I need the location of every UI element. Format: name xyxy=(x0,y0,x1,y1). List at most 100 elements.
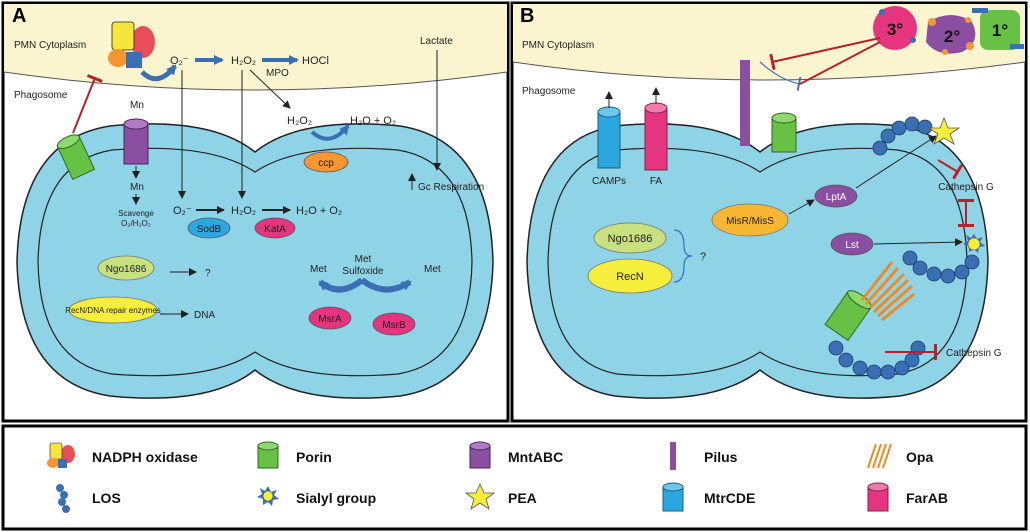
panel-a-label: A xyxy=(12,5,26,27)
legend: NADPH oxidase Porin MntABC Pilus Opa LOS xyxy=(1,424,1028,531)
met-sulfoxide-label-2: Sulfoxide xyxy=(342,266,384,277)
question-b-label: ? xyxy=(700,251,706,263)
legend-label-mntabc: MntABC xyxy=(508,449,563,465)
porin-b-bottom xyxy=(824,290,872,342)
pilus-b xyxy=(740,60,750,146)
phagosome-b-label: Phagosome xyxy=(522,86,576,97)
legend-pea-icon xyxy=(464,483,496,510)
diplococcus-inner-b xyxy=(547,147,968,377)
met-right-label: Met xyxy=(424,264,441,275)
granule-3-label: 3° xyxy=(887,20,903,39)
h2o-o2-inner-label: H₂O + O₂ xyxy=(296,205,342,217)
scavenge-label-2: O₂/H₂O₂ xyxy=(121,219,151,228)
sialyl-b xyxy=(963,234,985,253)
nadph-oxidase-icon xyxy=(108,21,155,68)
lst-b: Lst xyxy=(830,232,874,256)
ngo1686-b-label: Ngo1686 xyxy=(608,233,653,245)
los-chain-right xyxy=(902,250,980,284)
question-a-label: ? xyxy=(205,268,211,279)
recn-b-label: RecN xyxy=(616,271,644,283)
legend-label-opa: Opa xyxy=(906,449,933,465)
legend-label-pilus: Pilus xyxy=(704,449,738,465)
lst-label: Lst xyxy=(845,240,859,251)
legend-label-los: LOS xyxy=(92,490,121,506)
h2o2-top-label: H₂O₂ xyxy=(231,55,256,67)
granule-1: 1° xyxy=(972,8,1024,50)
mn-top-label: Mn xyxy=(130,100,144,111)
met-left-label: Met xyxy=(310,264,327,275)
pea-star-b xyxy=(927,116,961,145)
legend-pilus-icon xyxy=(670,442,676,470)
fa-label: FA xyxy=(650,176,663,187)
legend-porin-icon xyxy=(257,441,279,469)
opa-b xyxy=(860,261,915,322)
msra-enzyme: MsrA xyxy=(308,306,352,330)
ngo1686-b: Ngo1686 xyxy=(593,222,667,254)
sodb-enzyme: SodB xyxy=(187,217,231,239)
legend-label-nadph-oxidase: NADPH oxidase xyxy=(92,449,198,465)
diplococcus-outer-b xyxy=(526,123,989,399)
msrb-label: MsrB xyxy=(382,320,406,331)
legend-nadph-oxidase-icon xyxy=(47,442,75,468)
h2o2-ccp-label: H₂O₂ xyxy=(287,115,312,127)
pmn-cytoplasm-label: PMN Cytoplasm xyxy=(14,40,86,51)
los-chain-top xyxy=(872,116,933,156)
legend-farab-icon xyxy=(867,482,889,512)
legend-label-porin: Porin xyxy=(296,449,332,465)
ngo1686-a-label: Ngo1686 xyxy=(106,264,147,275)
gc-respiration-label: Gc Respiration xyxy=(418,182,484,193)
granule-2-label: 2° xyxy=(944,27,960,46)
camps-label: CAMPs xyxy=(592,176,626,187)
porin-b xyxy=(771,112,797,153)
superoxide-inner-label: O₂⁻ xyxy=(173,205,192,217)
recn-enzymes-label: RecN/DNA repair enzymes xyxy=(65,306,161,315)
legend-label-farab: FarAB xyxy=(906,490,948,506)
dna-label: DNA xyxy=(194,310,215,321)
recn-enzymes-a: RecN/DNA repair enzymes xyxy=(65,296,161,324)
legend-mntabc-icon xyxy=(469,441,491,469)
h2o2-inner-label: H₂O₂ xyxy=(231,205,256,217)
ngo1686-a: Ngo1686 xyxy=(97,255,155,281)
mntabc-a xyxy=(123,118,149,165)
granule-3: 3° xyxy=(873,6,917,50)
mpo-label: MPO xyxy=(266,68,289,79)
superoxide-label: O₂⁻ xyxy=(170,55,189,67)
granule-2: 2° xyxy=(926,15,976,55)
met-sulfoxide-label-1: Met xyxy=(355,254,372,265)
sodb-label: SodB xyxy=(197,224,222,235)
legend-sialyl-icon xyxy=(257,486,279,506)
lpta-label: LptA xyxy=(826,192,847,203)
granule-1-label: 1° xyxy=(992,21,1008,40)
lpta-b: LptA xyxy=(814,184,858,208)
farab-b xyxy=(644,102,668,171)
legend-label-mtrcde: MtrCDE xyxy=(704,490,755,506)
h2o-o2-ccp-label: H₂O + O₂ xyxy=(350,115,396,127)
porin-a xyxy=(56,134,96,181)
pmn-cytoplasm-b-label: PMN Cytoplasm xyxy=(522,40,594,51)
kata-enzyme: KatA xyxy=(254,217,296,239)
legend-opa-icon xyxy=(867,443,892,469)
cathepsin-top-label: Cathepsin G xyxy=(938,182,994,193)
legend-mtrcde-icon xyxy=(662,482,684,512)
mtrcde-b xyxy=(597,106,621,169)
panel-a: A PMN Cytoplasm Phagosome O₂⁻ H₂O₂ HOCl … xyxy=(1,1,510,423)
recn-b: RecN xyxy=(587,258,673,294)
phagosome-label: Phagosome xyxy=(14,90,68,101)
kata-label: KatA xyxy=(264,224,286,235)
lactate-label: Lactate xyxy=(420,36,453,47)
legend-label-sialyl: Sialyl group xyxy=(296,490,376,506)
los-chain-bottom xyxy=(828,340,926,380)
misr-miss-label: MisR/MisS xyxy=(726,216,774,227)
panel-b: B PMN Cytoplasm Phagosome 3° 2° 1° xyxy=(510,1,1028,423)
hocl-label: HOCl xyxy=(302,55,329,67)
misr-miss-b: MisR/MisS xyxy=(711,203,789,237)
msrb-enzyme: MsrB xyxy=(372,312,416,336)
ccp-enzyme: ccp xyxy=(303,151,349,173)
legend-los-icon xyxy=(56,484,70,513)
panel-b-label: B xyxy=(520,5,534,27)
mn-inner-label: Mn xyxy=(130,182,144,193)
msra-label: MsrA xyxy=(318,314,342,325)
legend-label-pea: PEA xyxy=(508,490,537,506)
scavenge-label-1: Scavenge xyxy=(118,209,154,218)
ccp-label: ccp xyxy=(318,158,334,169)
